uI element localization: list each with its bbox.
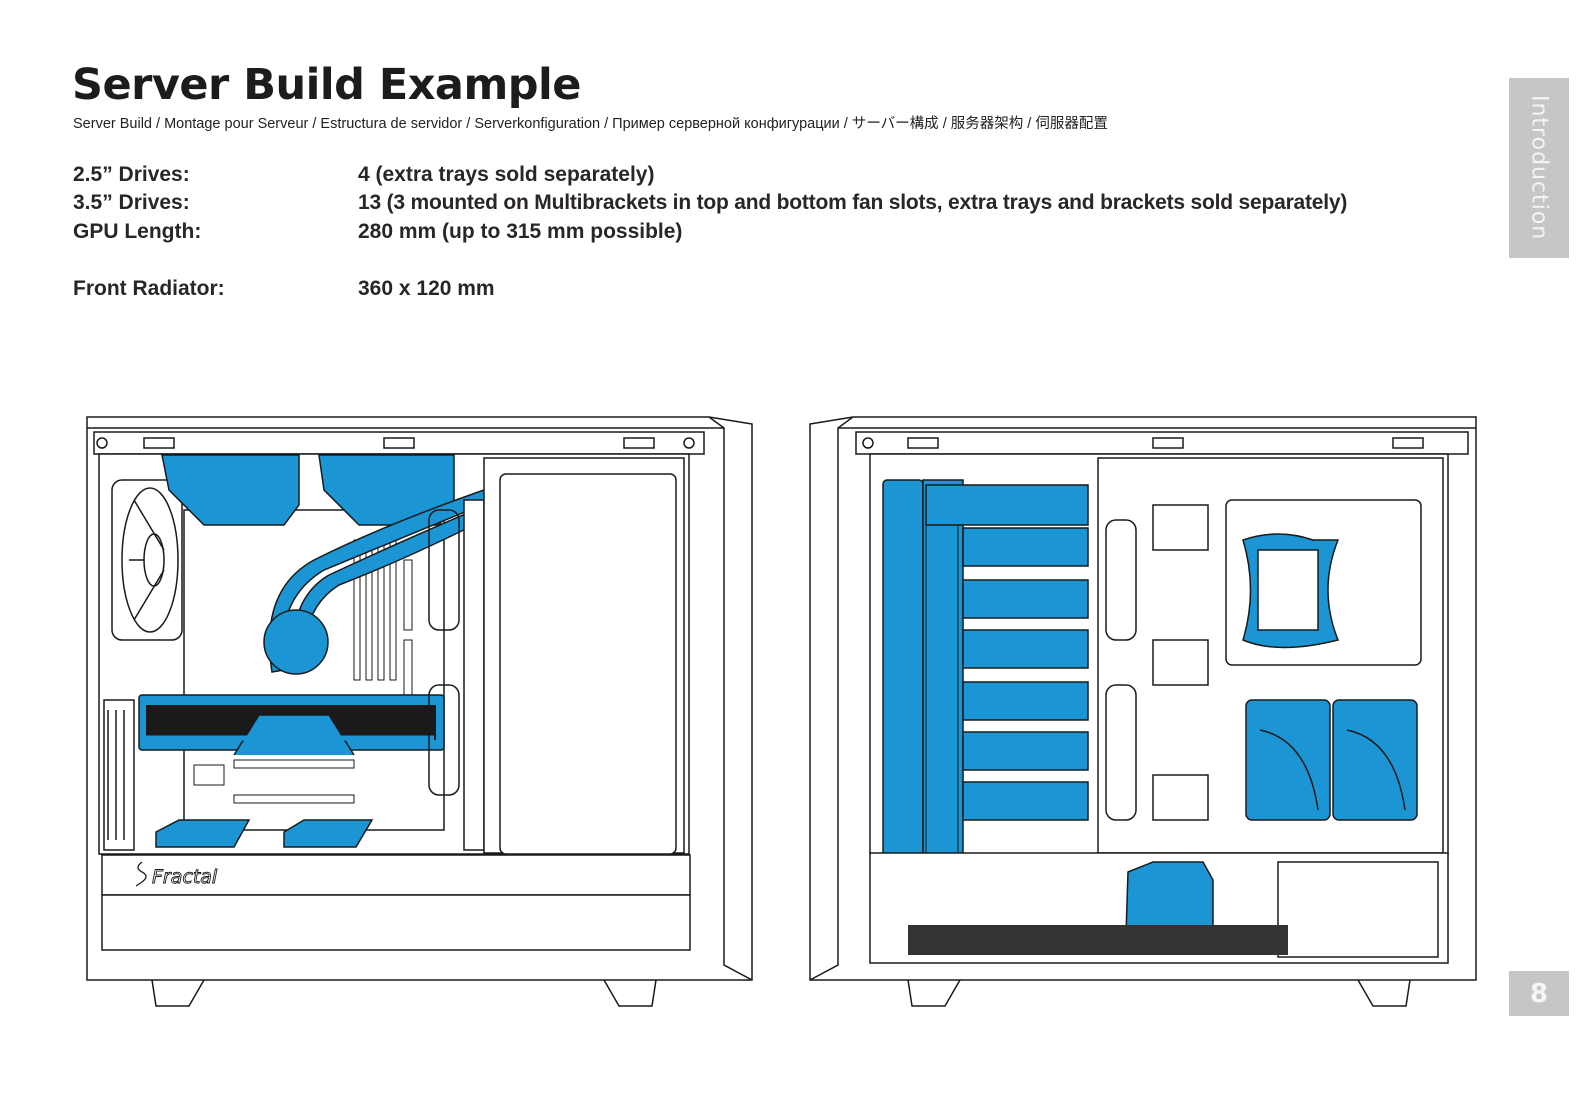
page-subtitle-translations: Server Build / Montage pour Serveur / Es… <box>73 116 1108 132</box>
spec-label: GPU Length: <box>73 220 202 243</box>
rear-fan <box>111 479 183 641</box>
ssd-brackets <box>1245 699 1418 821</box>
ssd-trays <box>155 819 374 848</box>
spec-label: Front Radiator: <box>73 277 225 300</box>
bottom-hdd <box>1125 861 1214 936</box>
case-main-chamber-illustration: Fractal <box>86 416 753 1007</box>
section-tab-introduction[interactable]: Introduction <box>1509 78 1569 258</box>
spec-label: 3.5” Drives: <box>73 191 190 214</box>
page-number: 8 <box>1509 971 1569 1016</box>
spec-value: 360 x 120 mm <box>358 277 495 300</box>
cpu-backplate-bracket <box>1242 533 1340 649</box>
shroud-panel <box>101 854 691 896</box>
page-title: Server Build Example <box>72 60 581 110</box>
fractal-logo-text: Fractal <box>152 866 218 888</box>
expansion-slots <box>103 699 135 851</box>
section-tab-label: Introduction <box>1526 95 1552 241</box>
top-clip <box>143 437 655 449</box>
spec-value: 13 (3 mounted on Multibrackets in top an… <box>358 191 1348 214</box>
hdd-cage <box>925 484 1089 526</box>
spec-value: 280 mm (up to 315 mm possible) <box>358 220 683 243</box>
top-clip <box>907 437 1424 449</box>
spec-label: 2.5” Drives: <box>73 163 190 186</box>
spec-value: 4 (extra trays sold separately) <box>358 163 655 186</box>
gpu <box>138 694 445 756</box>
case-feet <box>907 979 1411 1007</box>
case-rear-chamber-illustration <box>809 416 1477 1007</box>
case-feet <box>151 979 657 1007</box>
side-window <box>499 473 677 855</box>
psu-area <box>1277 861 1439 958</box>
cable-tie-blocks <box>1152 504 1209 821</box>
fractal-logo <box>135 861 147 887</box>
aio-pump <box>263 609 329 675</box>
